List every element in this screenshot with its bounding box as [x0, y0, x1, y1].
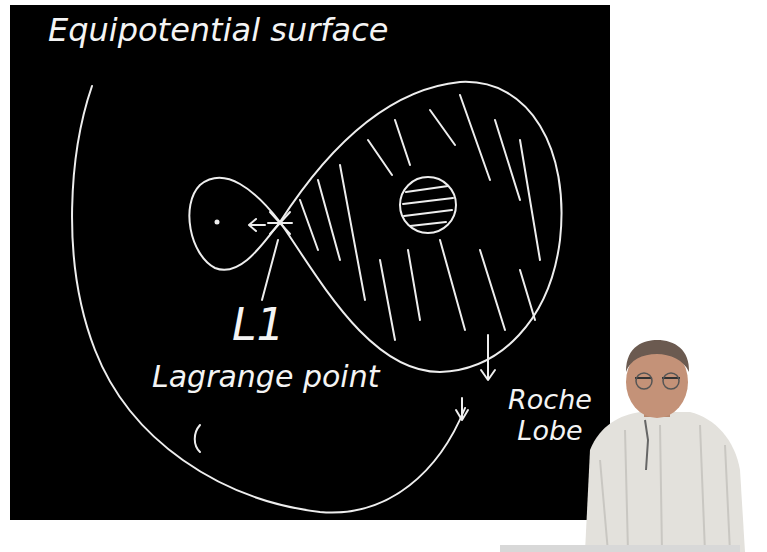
roche-arrow-2 — [456, 398, 468, 420]
point-name: L1 — [232, 300, 322, 351]
lobe-label: Roche Lobe — [500, 384, 600, 446]
point-label: Lagrange point — [152, 360, 452, 395]
big-lobe — [280, 82, 562, 372]
companion-star — [215, 220, 220, 225]
blackboard — [10, 5, 610, 520]
lecturer — [500, 340, 745, 552]
flow-arrow — [249, 219, 265, 231]
star — [400, 177, 456, 233]
equipotential-curve — [72, 86, 465, 513]
star-hatching — [403, 186, 453, 226]
roche-arrow — [481, 335, 495, 380]
surface-label: Equipotential surface — [48, 12, 468, 49]
bracket-mark — [195, 425, 200, 452]
overflow-hatching — [300, 95, 540, 340]
l1-mark — [268, 212, 292, 234]
small-lobe — [189, 178, 280, 270]
leader-line — [262, 240, 278, 300]
